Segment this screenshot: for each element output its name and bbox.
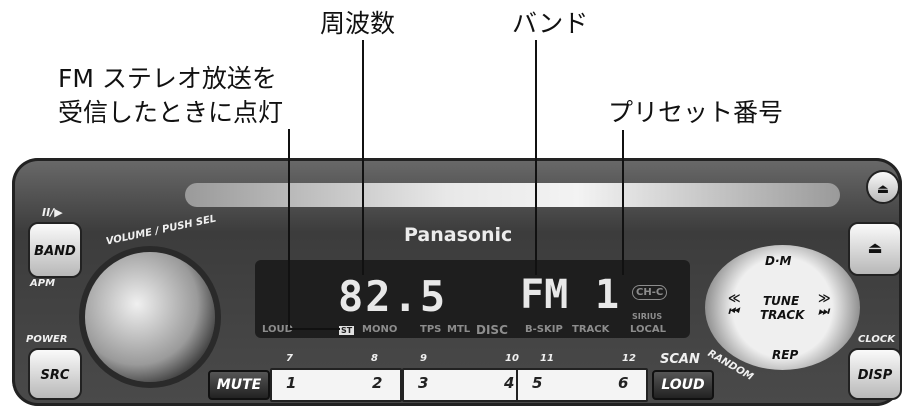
dm-button[interactable]: D·M [765,254,792,268]
apm-label: APM [30,278,56,289]
upper-number-7: 7 [286,353,293,364]
preset-6[interactable]: 6 [618,374,629,392]
seek-forward-button[interactable]: ≫ ⏭ [818,291,831,318]
open-icon: ⏏ [876,182,890,197]
indicator-track: TRACK [572,324,610,335]
preset-3[interactable]: 3 [418,374,429,392]
loud-button[interactable]: LOUD [652,370,714,400]
stereo-leader-v1 [288,129,290,329]
frequency-display: 82.5 [338,272,448,321]
power-label: POWER [26,334,68,345]
stereo-label-line1: FM ステレオ放送を [58,64,277,93]
disc-slot [185,183,840,207]
preset-4[interactable]: 4 [504,374,515,392]
volume-knob[interactable] [85,252,215,382]
indicator-local: LOCAL [630,324,666,335]
preset-display: 1 [595,272,620,318]
indicator-loud: LOUD [262,324,293,335]
upper-number-8: 8 [371,353,378,364]
tune-track-pad [705,245,860,370]
clock-label: CLOCK [858,334,895,345]
tune-button-label[interactable]: TUNE [763,294,800,308]
indicator-tps: TPS [420,324,442,335]
frequency-leader [362,40,364,275]
preset-button-3-4[interactable]: 3 4 [402,368,534,402]
band-button-label: BAND [34,244,76,259]
band-leader [535,40,537,275]
disp-button-label: DISP [857,368,893,383]
src-button[interactable]: SRC [28,348,82,400]
track-button-label[interactable]: TRACK [760,308,805,322]
src-button-label: SRC [40,368,70,383]
band-display: FM [520,272,569,318]
preset-leader [622,130,624,275]
band-button[interactable]: BAND [28,222,82,278]
brand-logo: Panasonic [404,224,513,246]
band-label: バンド [512,9,589,38]
indicator-mtl: MTL [447,324,471,335]
stereo-label-line2: 受信したときに点灯 [58,98,284,127]
preset-2[interactable]: 2 [372,374,383,392]
disp-button[interactable]: DISP [848,348,902,400]
indicator-sirius: SIRIUS [632,312,663,321]
stereo-leader-h [288,328,340,330]
open-button[interactable]: ⏏ [866,170,900,204]
preset-button-1-2[interactable]: 1 2 [270,368,402,402]
preset-button-5-6[interactable]: 5 6 [516,368,648,402]
indicator-bskip: B-SKIP [525,324,563,335]
rep-button[interactable]: REP [772,348,799,362]
frequency-label: 周波数 [320,9,396,38]
lcd-display [255,260,690,338]
seek-back-button[interactable]: ≪ ⏮ [728,291,741,318]
upper-number-9: 9 [420,353,427,364]
play-pause-label: II/▶ [42,206,63,219]
indicator-disc: DISC [476,323,508,337]
mute-button[interactable]: MUTE [208,370,270,400]
eject-icon: ⏏ [867,238,883,257]
indicator-st: ST [339,326,355,335]
preset-5[interactable]: 5 [532,374,543,392]
upper-number-12: 12 [622,353,636,364]
scan-label: SCAN [660,352,700,367]
upper-number-11: 11 [540,353,554,364]
upper-number-10: 10 [505,353,519,364]
preset-1[interactable]: 1 [286,374,297,392]
preset-number-label: プリセット番号 [608,98,784,127]
ch-badge: CH-C [632,285,668,300]
indicator-mono: MONO [362,324,398,335]
eject-button[interactable]: ⏏ [848,222,902,276]
